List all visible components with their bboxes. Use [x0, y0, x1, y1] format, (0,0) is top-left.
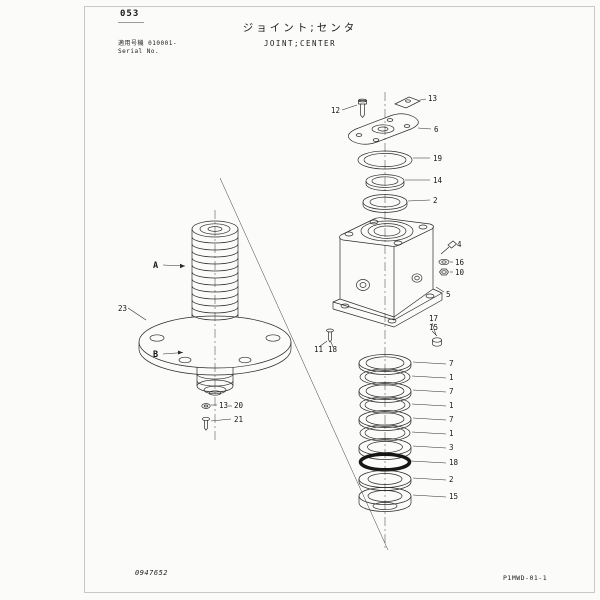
- callout-oring-top: 19: [433, 154, 442, 163]
- spool-groove-bands: [192, 237, 238, 320]
- callout-nut-right: 10: [455, 268, 465, 277]
- fitting-part-right: [441, 241, 457, 254]
- plug-part-left: [327, 329, 334, 342]
- seal-ring-stack: [359, 355, 411, 512]
- plug-part-right: [433, 338, 442, 346]
- seal-stack-callouts: 7 1 7 1 7 1 3 18 2 15: [411, 359, 459, 501]
- housing-part: [333, 218, 442, 327]
- callout-plate-top: 13: [428, 94, 437, 103]
- page-title-english: JOINT;CENTER: [263, 39, 337, 48]
- serial-line-jp: 適用号機 010001-: [118, 40, 177, 48]
- serial-value: 010001-: [148, 40, 177, 47]
- thick-oring: [361, 454, 410, 470]
- callout-seal-top: 2: [433, 196, 438, 205]
- callout-ring-mid: 14: [433, 176, 443, 185]
- callout-stack-2: 7: [449, 387, 454, 396]
- callout-plug-left-a: 11: [314, 345, 323, 354]
- callout-cover: 6: [434, 125, 439, 134]
- arrowhead-a: [180, 263, 185, 269]
- callout-washer-right: 16: [455, 258, 465, 267]
- callout-stack-8: 2: [449, 475, 454, 484]
- callout-stack-1: 1: [449, 373, 454, 382]
- joint-exploded-drawing: 12 13 6: [220, 92, 465, 550]
- washer-part: [202, 404, 210, 409]
- view-marker-b: B: [153, 350, 158, 360]
- drawing-number: 0947652: [135, 569, 169, 577]
- seal-part-top: [363, 195, 407, 213]
- alignment-line: [220, 178, 388, 550]
- callout-stack-4: 7: [449, 415, 454, 424]
- title-block: ジョイント;センタ JOINT;CENTER: [0, 20, 600, 48]
- page-title-japanese: ジョイント;センタ: [242, 22, 358, 34]
- bolt-part-top: [359, 99, 367, 117]
- serial-caption: Serial No.: [118, 47, 160, 55]
- nut-part-right: [440, 269, 449, 275]
- callout-washer-bottom: 13: [219, 401, 228, 410]
- callout-stack-5: 1: [449, 429, 454, 438]
- callout-stack-7: 18: [449, 458, 459, 467]
- bolt-part-bottom: [202, 417, 209, 420]
- callout-ring-bottom: 20: [234, 401, 244, 410]
- cover-part: [348, 114, 418, 145]
- callout-spool-assembly: 23: [118, 304, 127, 313]
- view-marker-a: A: [153, 261, 158, 271]
- callout-stack-9: 15: [449, 492, 458, 501]
- arrowhead-b: [178, 350, 183, 355]
- callout-fitting-right: 4: [457, 240, 462, 249]
- callout-stack-3: 1: [449, 401, 454, 410]
- oring-part-top: [358, 151, 412, 169]
- page-number-rule: [118, 22, 144, 23]
- page-number: 053: [120, 9, 140, 19]
- callout-plug-right-a: 17: [429, 314, 438, 323]
- sheet-code: P1MWD-01-1: [503, 574, 548, 582]
- callout-stack-6: 3: [449, 443, 454, 452]
- spool-assembly-drawing: A B 23 13 20 21: [118, 210, 291, 440]
- callout-housing: 5: [446, 290, 451, 299]
- page-border-frame: [84, 6, 595, 593]
- applicable-label: 適用号機: [118, 40, 145, 47]
- callout-bolt-bottom: 21: [234, 415, 243, 424]
- callout-stack-0: 7: [449, 359, 454, 368]
- serial-block: 適用号機 010001- Serial No.: [118, 40, 177, 55]
- callout-plug-left-b: 18: [328, 345, 338, 354]
- plate-part-top: [395, 97, 420, 108]
- ring-part-mid: [366, 175, 404, 191]
- callout-bolt-top: 12: [331, 106, 340, 115]
- washer-part-right: [439, 259, 449, 264]
